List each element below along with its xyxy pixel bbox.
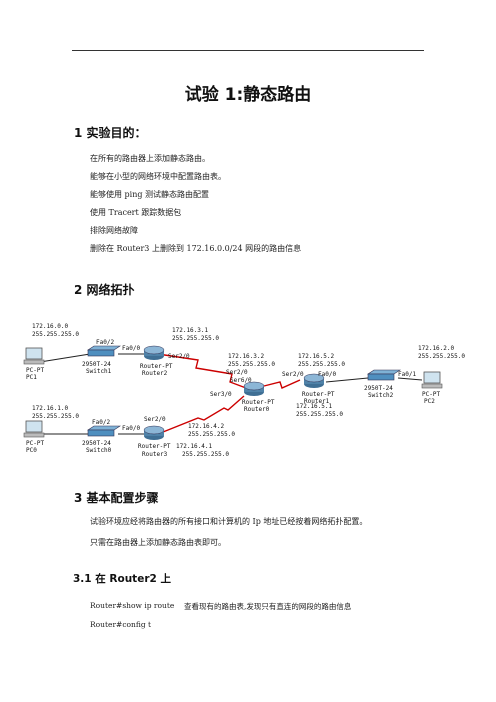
router1-name: Router1	[304, 398, 330, 405]
r3-ser-address: 172.16.4.1	[176, 443, 213, 450]
page-title: 试验 1:静态路由	[184, 85, 312, 105]
step-item: 试验环境应经将路由器的所有接口和计算机的 Ip 地址已经按着网络拓扑配置。	[90, 517, 368, 526]
router1-icon	[303, 373, 325, 388]
router2-model: Router-PT	[140, 363, 173, 370]
switch0-name: Switch0	[86, 447, 112, 454]
router3-name: Router3	[142, 451, 168, 458]
port-label: Ser3/0	[210, 391, 232, 398]
router2-name: Router2	[142, 370, 168, 377]
net-pc2-mask: 255.255.255.0	[418, 353, 465, 360]
pc2-type: PC-PT	[422, 391, 440, 398]
command-note: 查看现有的路由表,发现只有直连的网段的路由信息	[184, 602, 352, 611]
objective-item: 删除在 Router3 上删除到 172.16.0.0/24 网段的路由信息	[90, 244, 302, 253]
port-label: Fa0/0	[122, 345, 140, 352]
router0-model: Router-PT	[242, 399, 275, 406]
router0-name: Router0	[244, 406, 270, 413]
switch0-icon	[87, 425, 121, 437]
router2-icon	[143, 345, 165, 360]
objective-item: 能够在小型的网络环境中配置路由表。	[90, 172, 226, 181]
r1-ser2-mask: 255.255.255.0	[296, 411, 343, 418]
port-label: Fa0/0	[318, 371, 336, 378]
r0-ser2-mask: 255.255.255.0	[228, 361, 275, 368]
section2-heading: 2 网络拓扑	[74, 283, 135, 297]
pc1-icon	[23, 347, 45, 365]
port-label: Fa0/2	[92, 419, 110, 426]
switch1-model: 2950T-24	[82, 361, 111, 368]
objective-item: 使用 Tracert 跟踪数据包	[90, 208, 182, 217]
pc0-icon	[23, 420, 45, 438]
net-pc2-address: 172.16.2.0	[418, 345, 455, 352]
port-label: Fa0/1	[398, 371, 416, 378]
objective-item: 能够使用 ping 测试静态路由配置	[90, 190, 210, 199]
port-label: Ser2/0	[226, 369, 248, 376]
section31-heading: 3.1 在 Router2 上	[73, 573, 171, 585]
objective-item: 排除网络故障	[90, 226, 138, 235]
r3-ser-mask: 255.255.255.0	[182, 451, 229, 458]
router3-icon	[143, 425, 165, 440]
link-r0-r1-address: 172.16.5.2	[298, 353, 335, 360]
r0-ser2-address: 172.16.3.2	[228, 353, 265, 360]
command-line: Router#config t	[90, 620, 152, 629]
link-r2-r0-address: 172.16.3.1	[172, 327, 209, 334]
header-rule	[72, 50, 424, 51]
r0-ser3-address: 172.16.4.2	[188, 423, 225, 430]
switch2-model: 2950T-24	[364, 385, 393, 392]
r0-ser3-mask: 255.255.255.0	[188, 431, 235, 438]
network-topology-diagram: 172.16.0.0 255.255.255.0 172.16.1.0 255.…	[23, 323, 465, 458]
port-label: Ser2/0	[144, 416, 166, 423]
r1-ser2-address: 172.16.5.1	[296, 403, 333, 410]
command-line: Router#show ip route	[90, 601, 175, 610]
serial-links	[157, 353, 301, 435]
pc2-name: PC2	[424, 398, 435, 405]
switch1-icon	[87, 345, 121, 357]
router1-model: Router-PT	[302, 391, 335, 398]
net-pc1-address: 172.16.0.0	[32, 323, 69, 330]
ethernet-links	[39, 353, 423, 435]
pc1-type: PC-PT	[26, 367, 44, 374]
pc0-type: PC-PT	[26, 440, 44, 447]
port-label: Ser2/0	[168, 353, 190, 360]
port-label: Ser6/0	[230, 377, 252, 384]
port-label: Fa0/2	[96, 339, 114, 346]
switch0-model: 2950T-24	[82, 440, 111, 447]
router3-model: Router-PT	[138, 443, 171, 450]
pc1-name: PC1	[26, 374, 37, 381]
pc0-name: PC0	[26, 447, 37, 454]
switch2-name: Switch2	[368, 392, 394, 399]
section1-heading: 1 实验目的：	[74, 126, 147, 140]
port-label: Fa0/0	[122, 425, 140, 432]
objective-item: 在所有的路由器上添加静态路由。	[90, 154, 210, 163]
switch2-icon	[367, 369, 401, 381]
net-pc0-mask: 255.255.255.0	[32, 413, 79, 420]
step-item: 只需在路由器上添加静态路由表即可。	[90, 538, 226, 547]
pc2-icon	[421, 371, 443, 389]
link-r0-r1-mask: 255.255.255.0	[298, 361, 345, 368]
switch1-name: Switch1	[86, 368, 112, 375]
section3-heading: 3 基本配置步骤	[74, 491, 159, 505]
net-pc1-mask: 255.255.255.0	[32, 331, 79, 338]
link-r2-r0-mask: 255.255.255.0	[172, 335, 219, 342]
router0-icon	[243, 381, 265, 396]
net-pc0-address: 172.16.1.0	[32, 405, 69, 412]
port-label: Ser2/0	[282, 371, 304, 378]
